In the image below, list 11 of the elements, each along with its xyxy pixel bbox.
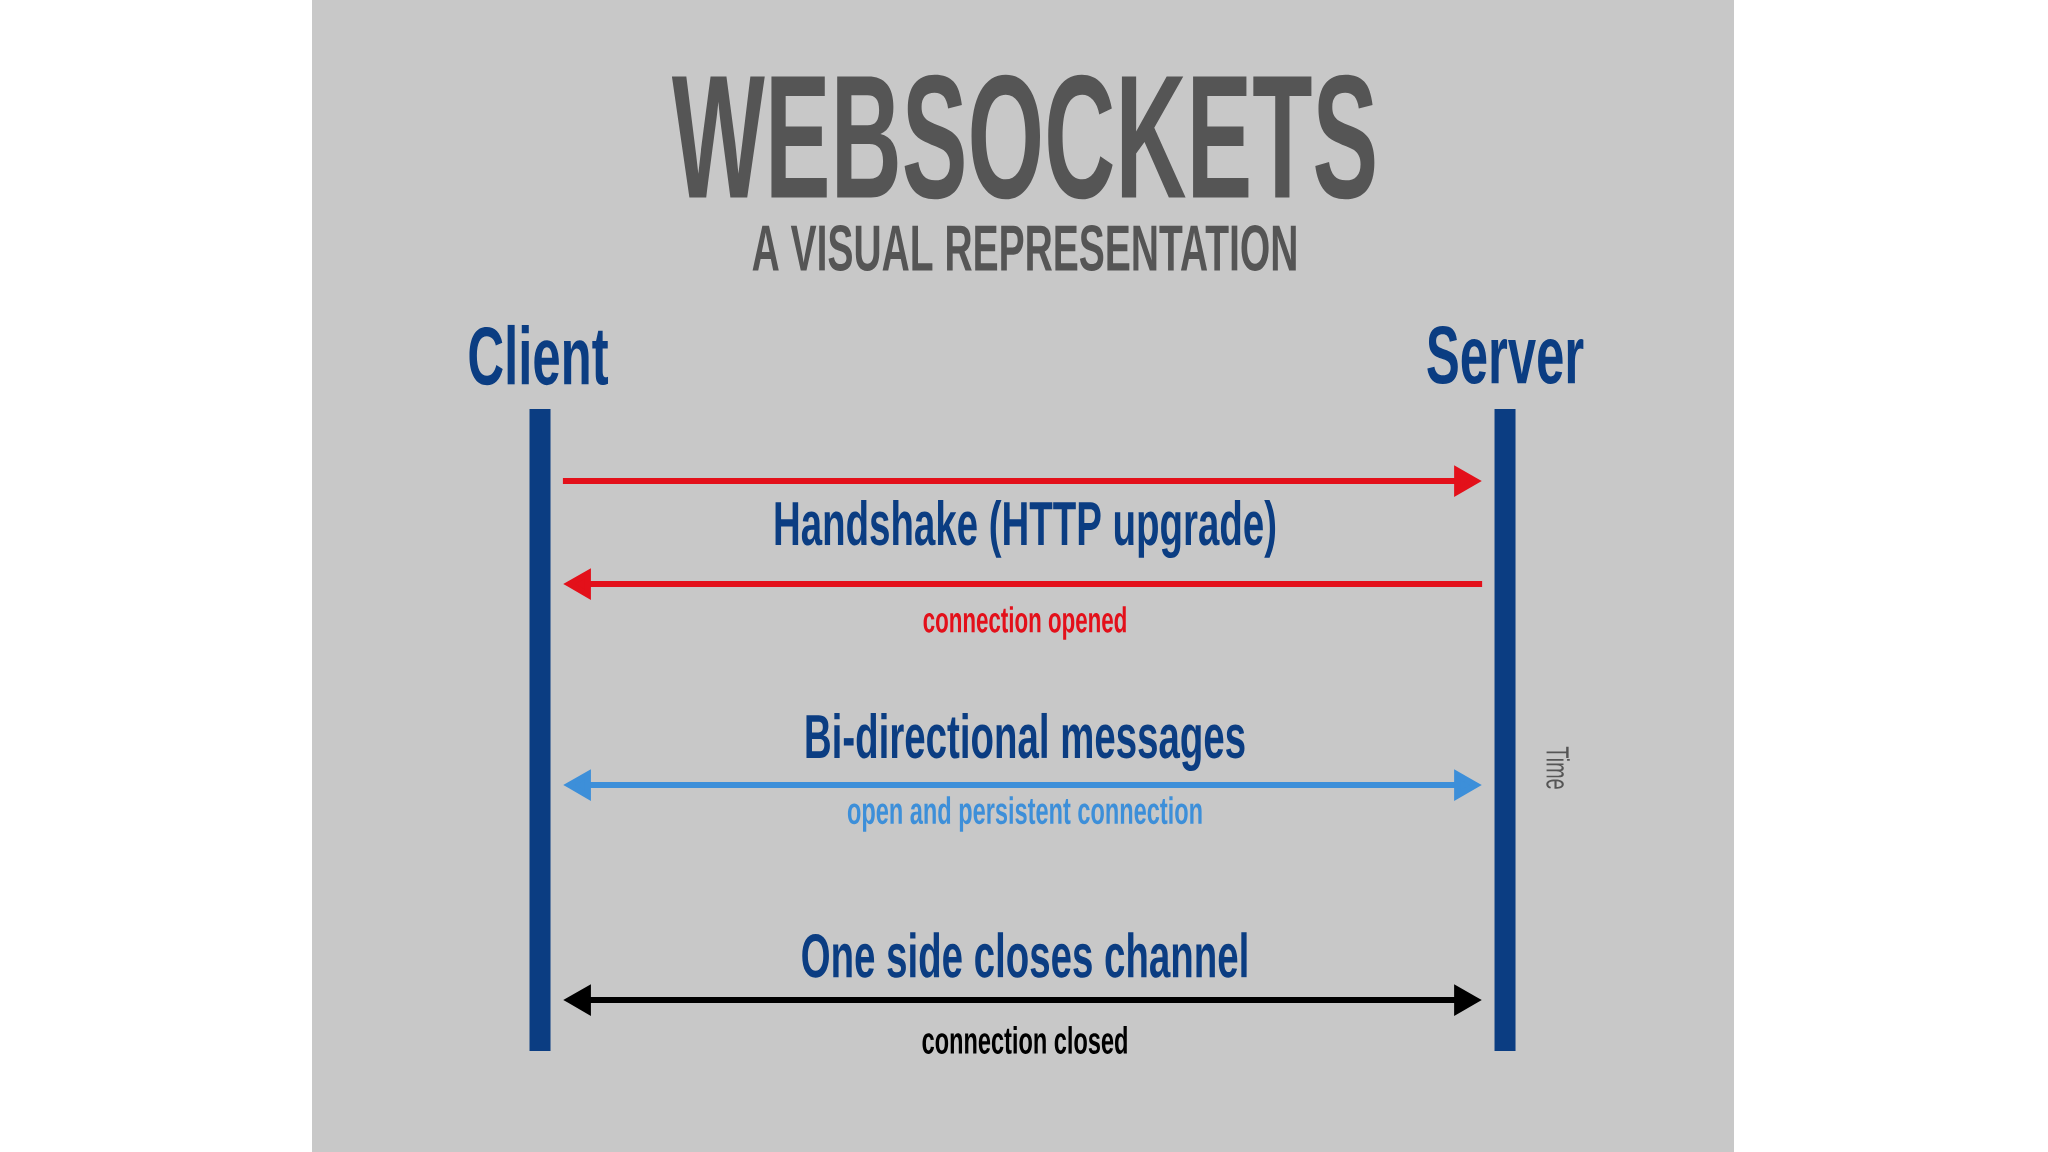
edge-note: connection closed (922, 1026, 1127, 1054)
subtitle: A VISUAL REPRESENTATION (752, 225, 1296, 271)
edge-label: Bi-directional messages (806, 712, 1245, 772)
lifeline-label: Server (1427, 326, 1584, 385)
axis-label: Time (1546, 746, 1570, 789)
title: WEBSOCKETS (671, 74, 1375, 200)
edge-label: Handshake (HTTP upgrade) (775, 499, 1276, 559)
edge-label: One side closes channel (802, 932, 1247, 978)
edge-label: connection opened (923, 606, 1126, 640)
lifeline-label: Client (469, 324, 608, 386)
edge-note: open and persistent connection (847, 796, 1202, 832)
